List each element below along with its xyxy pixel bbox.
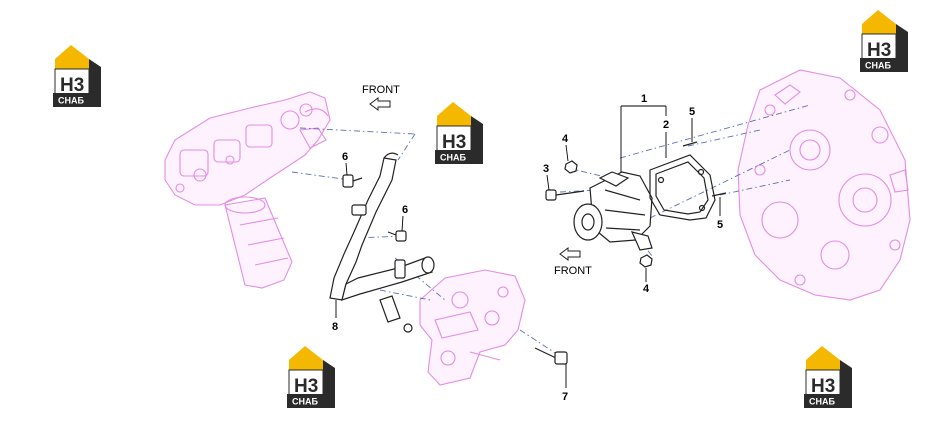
nut-4-lower [639, 254, 653, 268]
callout-6-upper: 6 [342, 151, 348, 163]
front-label-left: FRONT [362, 84, 400, 96]
callout-1: 1 [641, 93, 647, 105]
background-timing-case [737, 69, 911, 301]
front-arrow-right [559, 247, 581, 261]
background-bracket [419, 269, 526, 386]
svg-text:H3: H3 [60, 75, 84, 96]
watermark-logo: H3 СНАБ [859, 9, 909, 73]
callout-leaders [335, 105, 721, 388]
callout-8: 8 [332, 321, 338, 333]
bolt-3 [545, 189, 585, 201]
front-arrow-left [369, 97, 391, 111]
watermark-logo: H3 СНАБ [434, 101, 484, 165]
callout-5-lower: 5 [717, 219, 723, 231]
watermark-logo: H3 СНАБ [286, 345, 336, 409]
callout-5-upper: 5 [689, 106, 695, 118]
svg-text:СНАБ: СНАБ [865, 61, 891, 71]
svg-text:H3: H3 [867, 40, 891, 61]
callout-4-lower: 4 [643, 283, 650, 295]
bolt-6-upper [342, 174, 363, 188]
callout-7: 7 [562, 391, 568, 403]
svg-text:СНАБ: СНАБ [440, 153, 466, 163]
water-pipe [329, 152, 435, 333]
svg-text:H3: H3 [811, 376, 835, 397]
watermark-logo: H3 СНАБ [803, 345, 853, 409]
front-label-right: FRONT [554, 265, 592, 277]
callout-2: 2 [663, 119, 669, 131]
background-engine-block-left [164, 91, 331, 289]
assembly-centerlines [291, 104, 811, 357]
svg-text:СНАБ: СНАБ [292, 397, 318, 407]
bolt-6-lower [387, 230, 407, 242]
water-pump [573, 171, 653, 251]
nut-4-upper [564, 160, 578, 174]
watermark-logo: H3 СНАБ [52, 44, 102, 108]
gasket [649, 154, 716, 221]
svg-text:H3: H3 [294, 376, 318, 397]
callout-6-lower: 6 [402, 204, 408, 216]
bolt-7 [534, 347, 568, 365]
callout-4-upper: 4 [562, 133, 569, 145]
stud-5-upper [682, 141, 698, 147]
stud-5-lower [711, 192, 727, 197]
svg-text:СНАБ: СНАБ [809, 397, 835, 407]
svg-text:H3: H3 [442, 132, 466, 153]
svg-text:СНАБ: СНАБ [58, 96, 84, 106]
callout-3: 3 [543, 163, 549, 175]
